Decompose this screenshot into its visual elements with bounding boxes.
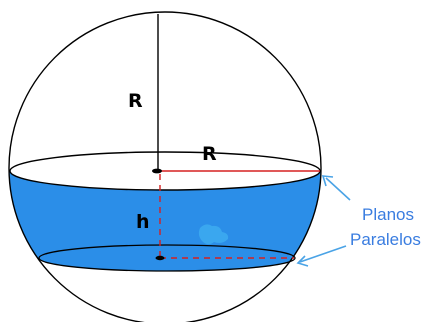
lower-plane-fill [39,245,295,271]
planes-label-line1: Planos [362,205,414,224]
sphere-outline [8,11,322,322]
lower-center-point [155,255,165,261]
upper-center-point [152,168,162,174]
radius-horizontal-label: R [202,143,217,165]
water-splash-icon [198,224,229,245]
height-label: h [136,211,150,233]
planes-label-line2: Paralelos [350,230,421,249]
radius-vertical-label: R [128,90,143,112]
lower-plane [38,244,296,272]
arrow-to-lower-plane [296,245,347,267]
arrow-to-upper-plane [321,175,351,201]
